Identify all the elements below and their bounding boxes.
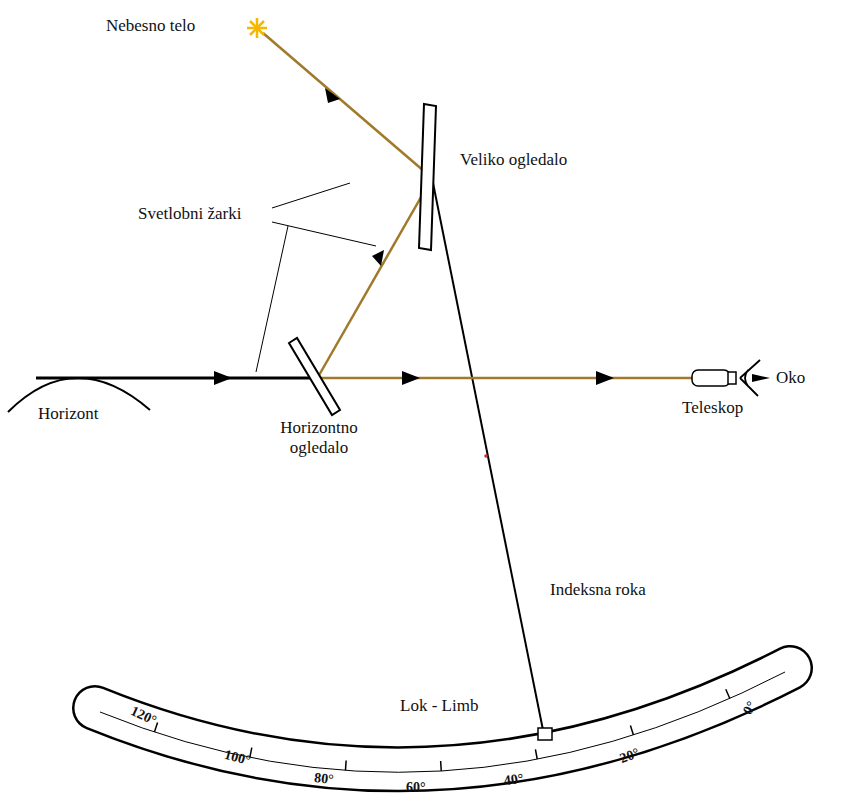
limb-arc xyxy=(95,668,790,769)
arrowhead xyxy=(214,371,232,385)
pivot-dot xyxy=(484,454,488,458)
eye-symbol xyxy=(752,374,770,382)
tick-mark xyxy=(345,760,347,770)
part-label: Lok - Limb xyxy=(398,696,480,716)
scale-number: 40° xyxy=(501,770,527,790)
tick-mark xyxy=(535,749,537,759)
leader-line xyxy=(272,183,350,208)
light-ray xyxy=(263,33,432,178)
part-label: Nebesno telo xyxy=(104,16,197,36)
part-label: Svetlobni žarki xyxy=(136,204,243,224)
tick-mark xyxy=(630,725,633,735)
limb-scale-line xyxy=(100,672,785,772)
part-label: Horizont xyxy=(36,404,100,424)
limb-ticks xyxy=(154,689,729,771)
scale-number: 60° xyxy=(404,780,428,797)
light-ray xyxy=(318,178,432,377)
vernier xyxy=(538,728,552,740)
tick-mark xyxy=(440,761,442,771)
part-label: Oko xyxy=(774,368,807,388)
part-label: Horizontno ogledalo xyxy=(262,418,376,459)
leader-line xyxy=(256,226,288,372)
part-label: Veliko ogledalo xyxy=(458,150,569,170)
limb-arc xyxy=(95,668,790,769)
part-label: Indeksna roka xyxy=(548,580,648,600)
star-symbol xyxy=(247,18,267,38)
index-mirror xyxy=(419,104,436,250)
arrowhead xyxy=(596,371,614,385)
arrowhead xyxy=(325,88,340,103)
telescope-eyepiece xyxy=(728,372,736,384)
index-arm xyxy=(432,178,544,735)
part-label: Teleskop xyxy=(680,398,745,418)
horizon-ray xyxy=(36,377,318,380)
arrowhead xyxy=(402,371,420,385)
scale-number: 80° xyxy=(311,770,336,789)
tick-mark xyxy=(726,689,730,698)
arrowhead xyxy=(372,250,384,266)
horizon-mirror xyxy=(289,338,340,415)
telescope xyxy=(692,370,730,386)
light-ray xyxy=(318,377,692,380)
leader-line xyxy=(272,222,376,246)
